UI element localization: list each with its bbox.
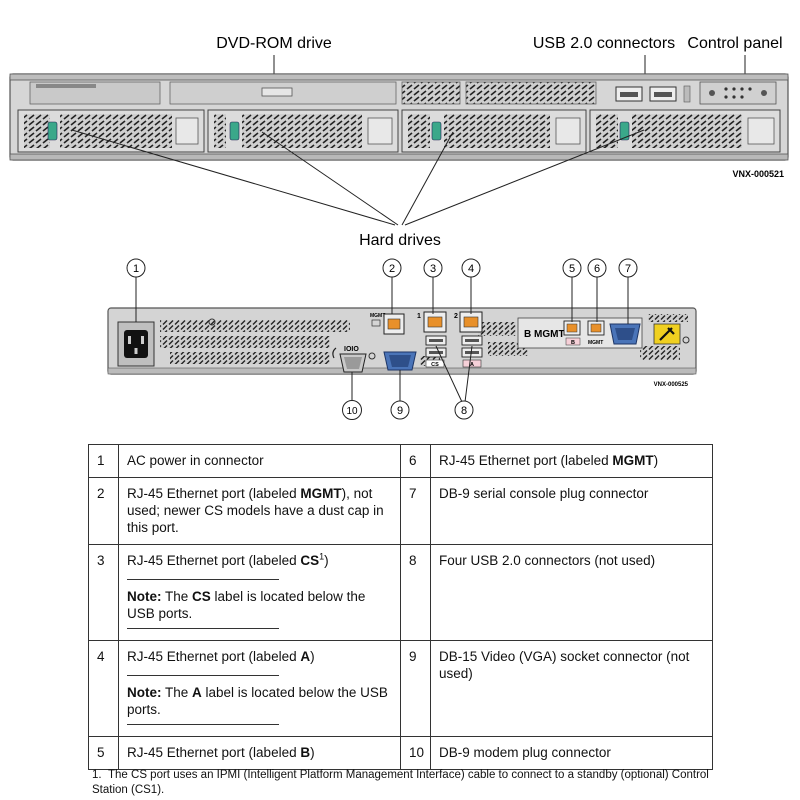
item-number: 6 xyxy=(400,444,431,478)
callout-8: 8 xyxy=(461,405,467,417)
callout-1: 1 xyxy=(133,263,139,275)
dvd-rom-label: DVD-ROM drive xyxy=(216,35,332,52)
table-row: 5 RJ-45 Ethernet port (labeled B) 10 DB-… xyxy=(88,736,713,770)
mgmt-small-label: MGMT xyxy=(370,313,385,319)
legend-table-wrap: 1 AC power in connector 6 RJ-45 Ethernet… xyxy=(88,444,713,770)
item-description: DB-9 serial console plug connector xyxy=(430,477,713,545)
b-label-tiny: B xyxy=(571,340,575,346)
hard-drive-bay-1 xyxy=(17,109,205,153)
callout-7: 7 xyxy=(625,263,631,275)
front-view: DVD-ROM drive USB 2.0 connectors Control… xyxy=(9,35,789,249)
item-number: 10 xyxy=(400,736,431,770)
item-description: DB-15 Video (VGA) socket connector (not … xyxy=(430,640,713,737)
a-label-tiny: A xyxy=(470,362,474,368)
callout-2: 2 xyxy=(389,263,395,275)
table-row: 4 RJ-45 Ethernet port (labeled A) Note: … xyxy=(88,640,713,737)
item-description: RJ-45 Ethernet port (labeled A) Note: Th… xyxy=(118,640,401,737)
hard-drives-label: Hard drives xyxy=(359,232,441,249)
cs-label: CS xyxy=(431,362,439,368)
item-description: RJ-45 Ethernet port (labeled CS1) Note: … xyxy=(118,544,401,641)
callout-10: 10 xyxy=(346,406,358,417)
callout-6: 6 xyxy=(594,263,600,275)
table-row: 3 RJ-45 Ethernet port (labeled CS1) Note… xyxy=(88,544,713,641)
footnote: 1.The CS port uses an IPMI (Intelligent … xyxy=(92,768,732,798)
note: Note: The CS label is located below the … xyxy=(127,589,366,621)
control-panel-label: Control panel xyxy=(687,35,782,52)
item-description: Four USB 2.0 connectors (not used) xyxy=(430,544,713,641)
item-number: 3 xyxy=(88,544,119,641)
ioio-label: IOIO xyxy=(344,346,359,353)
b-mgmt-label: B MGMT xyxy=(524,329,565,340)
callout-9: 9 xyxy=(397,405,403,417)
item-number: 4 xyxy=(88,640,119,737)
note: Note: The A label is located below the U… xyxy=(127,685,388,717)
hard-drive-bay-2 xyxy=(207,109,399,153)
front-figure-id: VNX-000521 xyxy=(732,169,784,179)
item-number: 5 xyxy=(88,736,119,770)
item-description: DB-9 modem plug connector xyxy=(430,736,713,770)
footnote-text: The CS port uses an IPMI (Intelligent Pl… xyxy=(92,769,709,796)
item-number: 8 xyxy=(400,544,431,641)
usb-connectors-label: USB 2.0 connectors xyxy=(533,35,675,52)
item-number: 9 xyxy=(400,640,431,737)
rear-figure-id: VNX-000525 xyxy=(654,382,689,388)
item-number: 1 xyxy=(88,444,119,478)
legend-table: 1 AC power in connector 6 RJ-45 Ethernet… xyxy=(88,444,713,770)
item-description: RJ-45 Ethernet port (labeled MGMT) xyxy=(430,444,713,478)
callout-5: 5 xyxy=(569,263,575,275)
port-2-label: 2 xyxy=(454,313,458,320)
item-description: AC power in connector xyxy=(118,444,401,478)
mgmt-label-tiny: MGMT xyxy=(588,340,603,346)
rear-usb-ports xyxy=(425,335,483,358)
control-panel xyxy=(699,81,777,105)
item-number: 2 xyxy=(88,477,119,545)
dvd-rom-drive xyxy=(261,87,293,97)
callouts: 1 2 3 4 5 6 7 8 9 xyxy=(126,258,638,420)
table-row: 1 AC power in connector 6 RJ-45 Ethernet… xyxy=(88,444,713,478)
item-description: RJ-45 Ethernet port (labeled MGMT), not … xyxy=(118,477,401,545)
callout-4: 4 xyxy=(468,263,474,275)
server-diagram: DVD-ROM drive USB 2.0 connectors Control… xyxy=(9,35,789,420)
callout-3: 3 xyxy=(430,263,436,275)
item-description: RJ-45 Ethernet port (labeled B) xyxy=(118,736,401,770)
item-number: 7 xyxy=(400,477,431,545)
hard-drive-bay-4 xyxy=(589,109,781,153)
rear-view: MGMT 1 2 CS A B MGMT B xyxy=(107,258,697,420)
hard-drive-bay-3 xyxy=(401,109,587,153)
table-row: 2 RJ-45 Ethernet port (labeled MGMT), no… xyxy=(88,477,713,545)
footnote-number: 1. xyxy=(92,769,102,781)
port-1-label: 1 xyxy=(417,313,421,320)
